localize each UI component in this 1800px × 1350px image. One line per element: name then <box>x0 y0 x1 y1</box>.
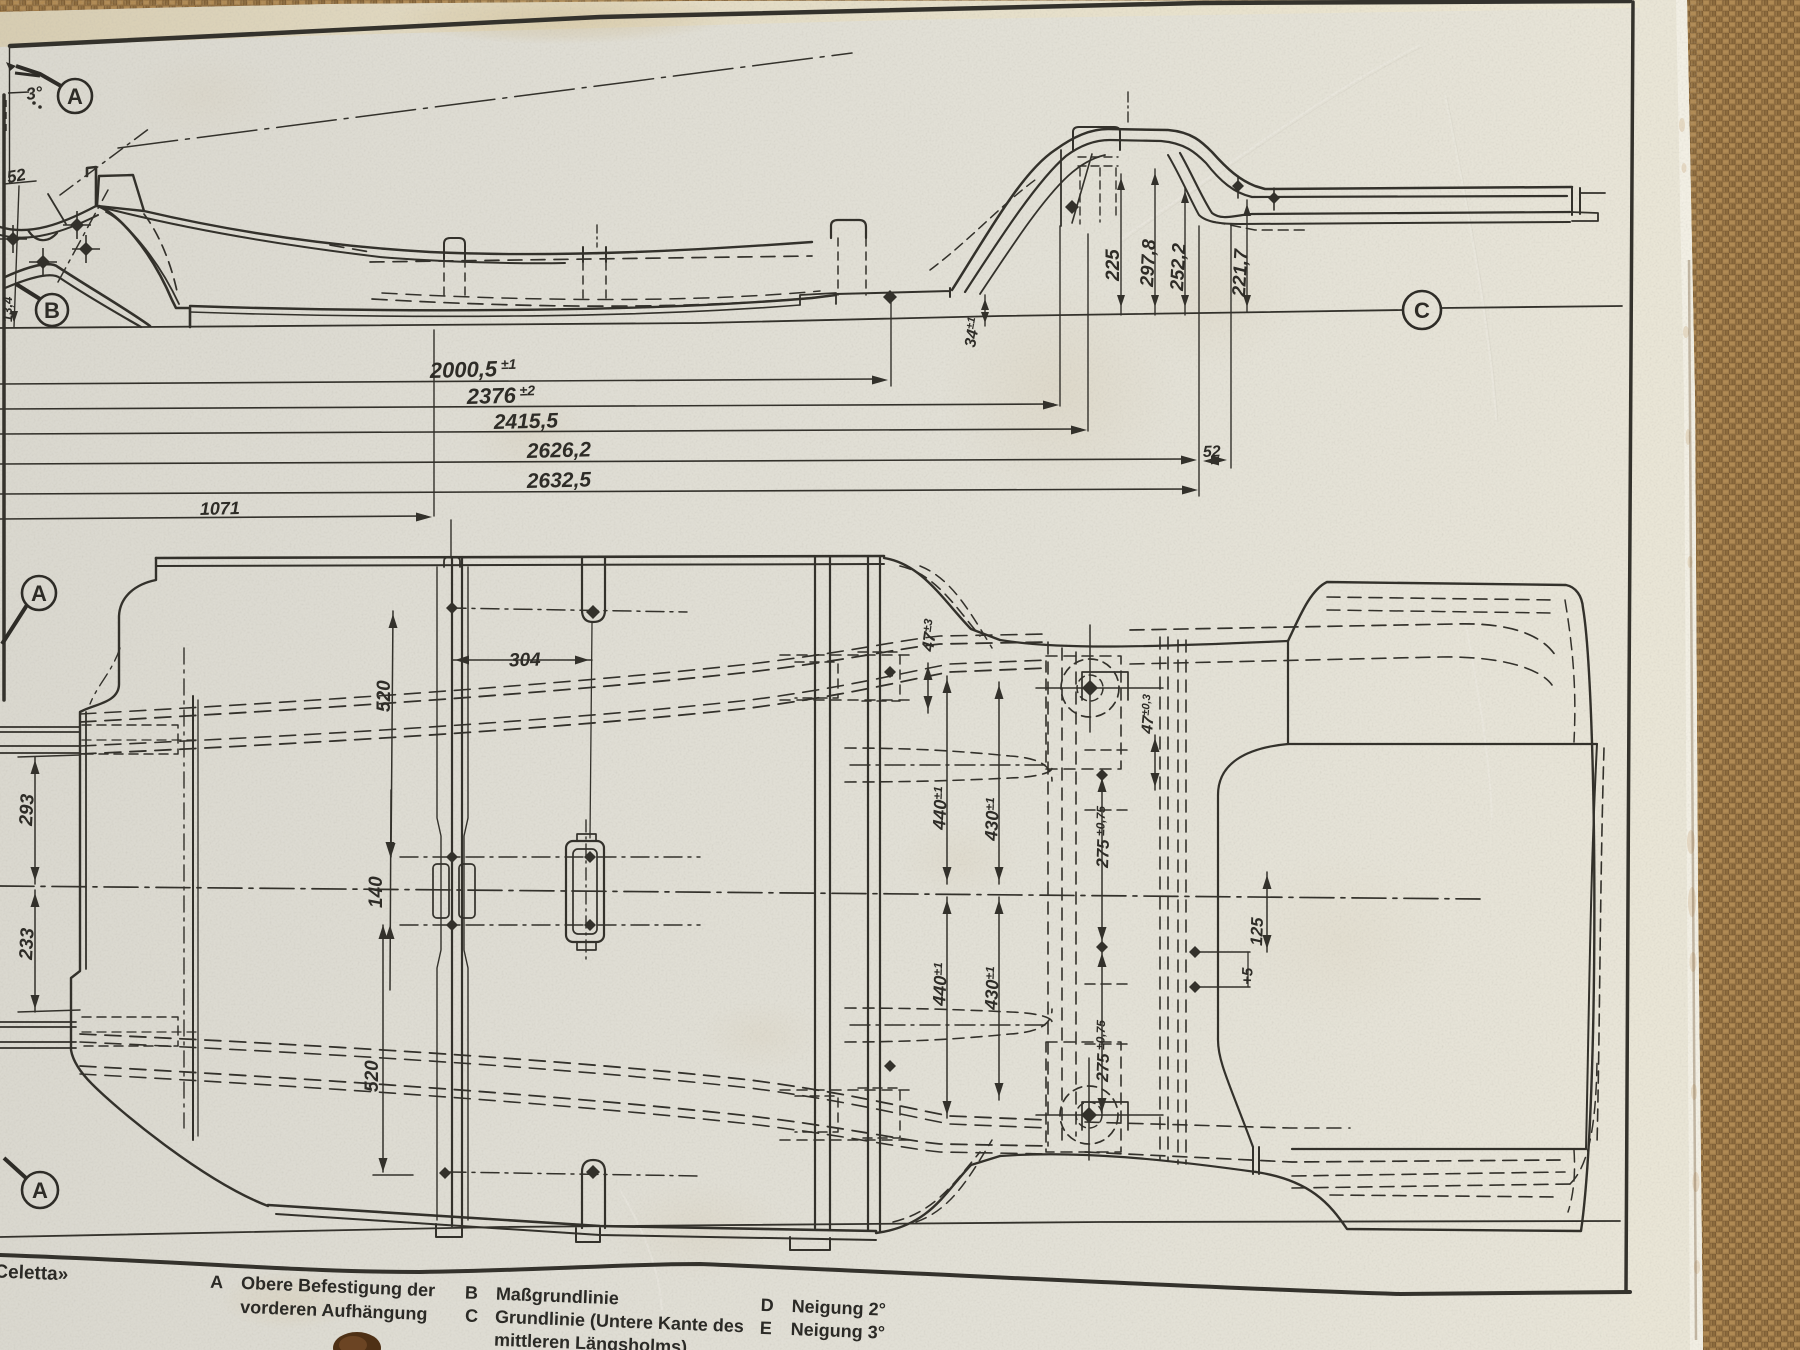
svg-text:2626,2: 2626,2 <box>526 438 592 463</box>
svg-text:13,4: 13,4 <box>0 296 15 322</box>
svg-text:Neigung 3°: Neigung 3° <box>790 1319 885 1343</box>
svg-text:mittleren Längsholms): mittleren Längsholms) <box>494 1330 688 1350</box>
svg-text:125: 125 <box>1247 917 1267 947</box>
svg-text:304: 304 <box>509 649 542 671</box>
svg-text:221,7: 221,7 <box>1229 247 1253 298</box>
svg-text:252,2: 252,2 <box>1167 242 1191 292</box>
svg-text:A: A <box>210 1272 224 1292</box>
svg-text:Maßgrundlinie: Maßgrundlinie <box>496 1284 620 1309</box>
svg-text:E: E <box>759 1318 772 1338</box>
svg-text:B: B <box>44 298 60 323</box>
svg-text:1071: 1071 <box>200 498 241 519</box>
svg-text:A: A <box>32 1178 48 1203</box>
svg-text:520: 520 <box>362 1060 383 1092</box>
svg-text:+5: +5 <box>1239 967 1257 985</box>
svg-text:Celetta»: Celetta» <box>0 1261 69 1285</box>
svg-text:520: 520 <box>374 680 395 712</box>
svg-text:293: 293 <box>16 793 39 827</box>
svg-text:A: A <box>67 84 83 109</box>
svg-text:2415,5: 2415,5 <box>493 409 559 434</box>
svg-text:C: C <box>1414 298 1430 323</box>
svg-text:Neigung 2°: Neigung 2° <box>791 1296 886 1320</box>
svg-text:52: 52 <box>5 165 27 187</box>
svg-text:3°: 3° <box>25 83 44 104</box>
svg-text:C: C <box>465 1306 479 1326</box>
svg-text:52: 52 <box>1203 443 1221 461</box>
svg-text:140: 140 <box>366 876 387 908</box>
svg-text:2632,5: 2632,5 <box>526 468 592 493</box>
svg-text:B: B <box>465 1283 479 1303</box>
svg-text:297,8: 297,8 <box>1137 238 1161 288</box>
svg-text:A: A <box>31 581 47 606</box>
svg-text:225: 225 <box>1103 249 1124 282</box>
svg-text:D: D <box>760 1295 774 1315</box>
svg-text:233: 233 <box>16 927 39 961</box>
